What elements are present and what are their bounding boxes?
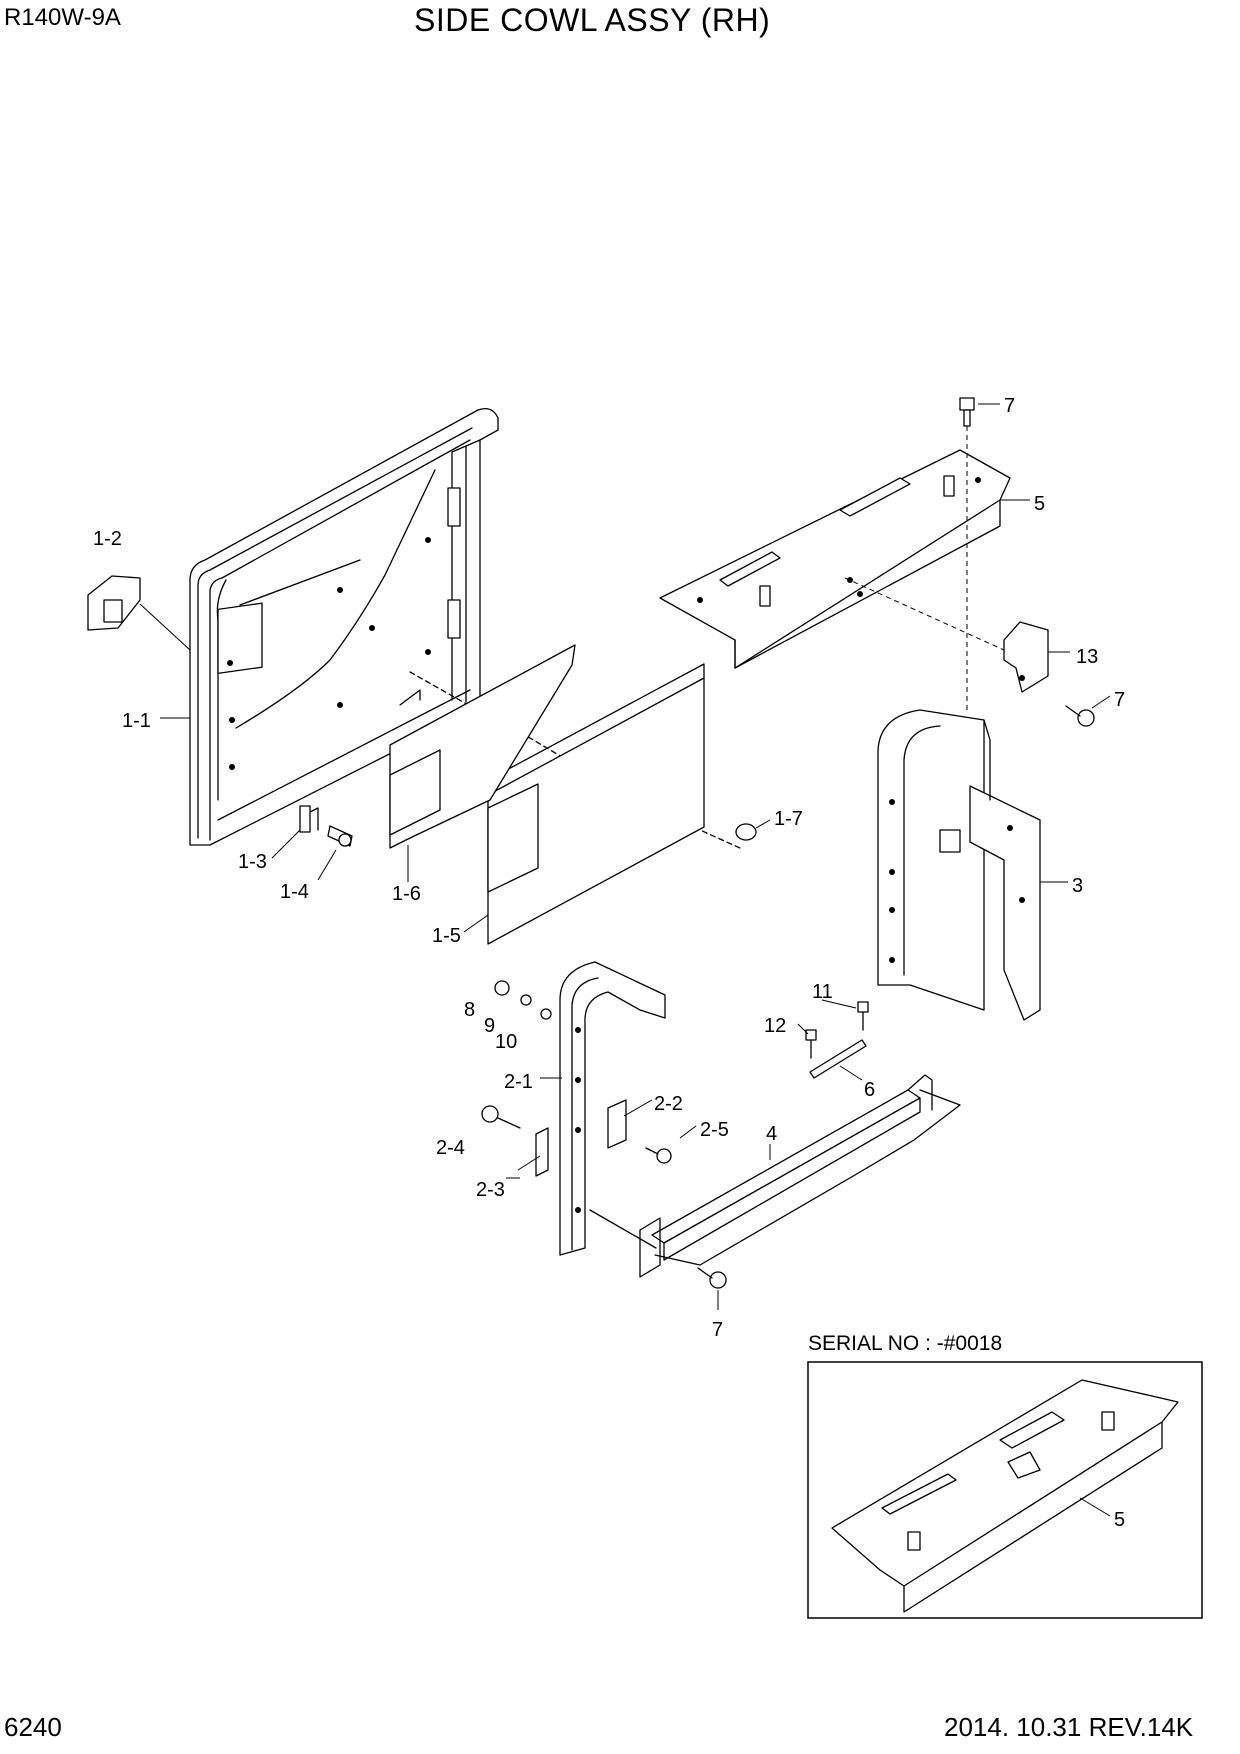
revision-date: 2014. 10.31 REV.14K [944, 1712, 1194, 1742]
callout-12: 12 [764, 1015, 786, 1037]
callout-1-7: 1-7 [774, 808, 803, 830]
callout-1-6: 1-6 [392, 883, 421, 905]
alignment-lines [844, 426, 1005, 710]
callout-5: 5 [1034, 493, 1045, 515]
part-cross-tube [589, 1074, 961, 1278]
callout-1-5: 1-5 [432, 925, 461, 947]
part-clamp-bar [809, 1039, 867, 1081]
part-u-bracket [535, 961, 666, 1256]
part-bracket-13 [1003, 621, 1070, 693]
part-latch [87, 575, 191, 651]
callout-8: 8 [464, 999, 475, 1021]
callout-1-3: 1-3 [238, 851, 267, 873]
part-base-plate [659, 449, 1011, 669]
callout-7-bottom: 7 [712, 1319, 723, 1341]
callout-11: 11 [812, 981, 833, 1003]
callout-2-1: 2-1 [504, 1071, 533, 1093]
fasteners [481, 397, 1095, 1289]
page-title: SIDE COWL ASSY (RH) [414, 2, 771, 38]
callout-7-mid: 7 [1114, 689, 1125, 711]
model-number: R140W-9A [4, 4, 121, 31]
part-panel-angled [389, 644, 576, 849]
callout-1-1: 1-1 [122, 710, 151, 732]
callout-4: 4 [766, 1123, 777, 1145]
part-panel-large [487, 663, 705, 945]
callout-10: 10 [495, 1031, 517, 1053]
part-vertical-support [877, 709, 1041, 1021]
callout-2-3: 2-3 [476, 1179, 505, 1201]
callout-7-top: 7 [1004, 395, 1015, 417]
leader-lines [160, 403, 1111, 1310]
inset-box [807, 1361, 1203, 1619]
part-grommet [735, 819, 771, 841]
part-small-bracket [299, 805, 353, 847]
callout-1-4: 1-4 [280, 881, 309, 903]
callout-3: 3 [1072, 875, 1083, 897]
callout-2-5: 2-5 [700, 1119, 729, 1141]
callout-9: 9 [484, 1015, 495, 1037]
callout-5-inset: 5 [1114, 1509, 1125, 1531]
callout-labels: 1-2 1-1 1-3 1-4 1-6 1-5 1-7 7 5 13 7 3 8… [93, 395, 1125, 1531]
callout-2-2: 2-2 [654, 1093, 683, 1115]
callout-1-2: 1-2 [93, 528, 122, 550]
callout-2-4: 2-4 [436, 1137, 465, 1159]
page-number: 6240 [4, 1712, 62, 1742]
inset-serial-label: SERIAL NO : -#0018 [808, 1332, 1003, 1355]
callout-13: 13 [1076, 646, 1098, 668]
callout-6: 6 [864, 1079, 875, 1101]
